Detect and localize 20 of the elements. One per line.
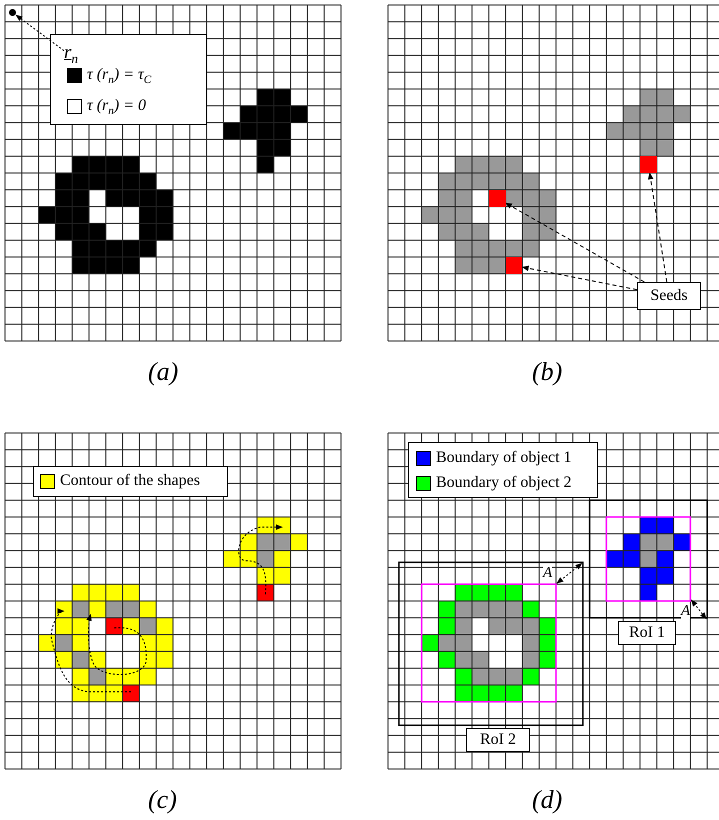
caption: (d): [532, 785, 562, 815]
legend-text: Boundary of object 1: [436, 449, 572, 467]
roi-label-box: RoI 1: [618, 621, 676, 645]
seed-pixel: [506, 257, 522, 274]
leader-arrow: [648, 172, 668, 282]
legend-text: Contour of the shapes: [60, 472, 200, 490]
caption: (a): [148, 357, 178, 387]
point-label: r$_{n}$: [64, 43, 78, 69]
point-dot: [9, 9, 16, 16]
legend-text: τ (r$_{n}$) = 0: [87, 97, 146, 120]
roi-label-box: RoI 2: [466, 728, 530, 752]
legend-text: τ (r$_{n}$) = τ$_{C}$: [87, 66, 152, 88]
seed-pixel: [640, 156, 657, 173]
callout-box: Seeds: [637, 282, 701, 310]
leader-arrow: [15, 14, 64, 52]
caption: (c): [148, 785, 177, 815]
leader-arrow: [522, 266, 638, 290]
leader-arrow: [505, 202, 645, 282]
legend-text: Boundary of object 2: [436, 474, 572, 492]
caption: (b): [532, 357, 562, 387]
